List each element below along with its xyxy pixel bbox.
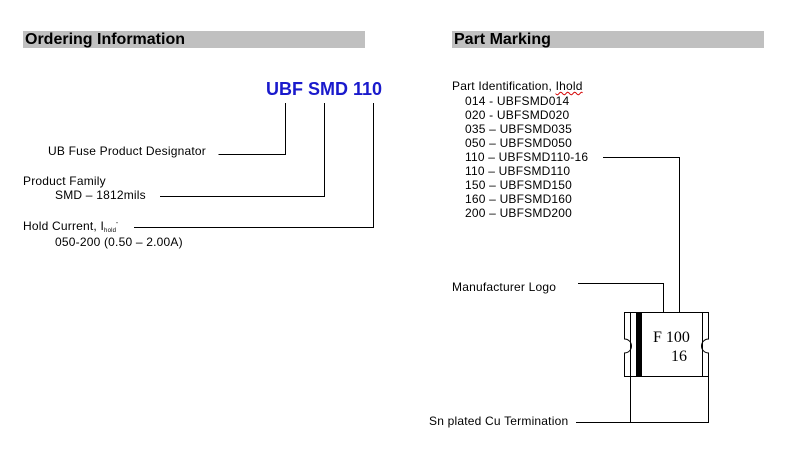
list-item: 110 – UBFSMD110-16 xyxy=(465,150,589,164)
chip-marking-line1: F 100 xyxy=(653,329,690,346)
list-item: 200 – UBFSMD200 xyxy=(465,206,573,220)
hold-subscript: hold xyxy=(104,228,117,234)
part-id-list: 014 - UBFSMD014 020 - UBFSMD020 035 – UB… xyxy=(465,94,588,220)
product-family-value: SMD – 1812mils xyxy=(55,188,146,202)
product-family-label: Product Family xyxy=(23,174,106,188)
hold-superscript-mark: " xyxy=(116,222,119,228)
list-item: 020 - UBFSMD020 xyxy=(465,108,570,122)
list-item: 014 - UBFSMD014 xyxy=(465,94,570,108)
list-item: 110 – UBFSMD110 xyxy=(465,164,571,178)
list-item: 035 – UBFSMD035 xyxy=(465,122,573,136)
chip-marking-line2: 16 xyxy=(671,348,687,365)
part-id-leader-line xyxy=(603,157,680,318)
hold-current-value: 050-200 (0.50 – 2.00A) xyxy=(55,235,183,249)
manufacturer-logo-label: Manufacturer Logo xyxy=(452,280,557,294)
part-identification-prefix: Part Identification, xyxy=(452,79,556,93)
polarity-bar xyxy=(636,313,642,376)
ordering-information-header: Ordering Information xyxy=(23,31,365,48)
family-leader-line xyxy=(160,103,325,197)
part-number-title: UBF SMD 110 xyxy=(266,79,383,99)
hold-leader-line xyxy=(134,103,374,228)
termination-leader-line xyxy=(576,376,709,423)
logo-leader-line xyxy=(578,283,664,318)
part-identification-ihold: Ihold xyxy=(555,79,583,93)
hold-current-label: Hold Current, Ihold" xyxy=(23,218,118,238)
hold-current-text: Hold Current, I xyxy=(23,219,105,233)
part-identification-label: Part Identification, Ihold xyxy=(452,79,583,93)
list-item: 150 – UBFSMD150 xyxy=(465,178,573,192)
designator-leader-line xyxy=(218,103,286,155)
designator-label: UB Fuse Product Designator xyxy=(48,144,206,158)
list-item: 050 – UBFSMD050 xyxy=(465,136,573,150)
termination-label: Sn plated Cu Termination xyxy=(429,414,569,428)
part-marking-header: Part Marking xyxy=(452,31,764,48)
chip-drawing xyxy=(624,312,709,377)
list-item: 160 – UBFSMD160 xyxy=(465,192,573,206)
